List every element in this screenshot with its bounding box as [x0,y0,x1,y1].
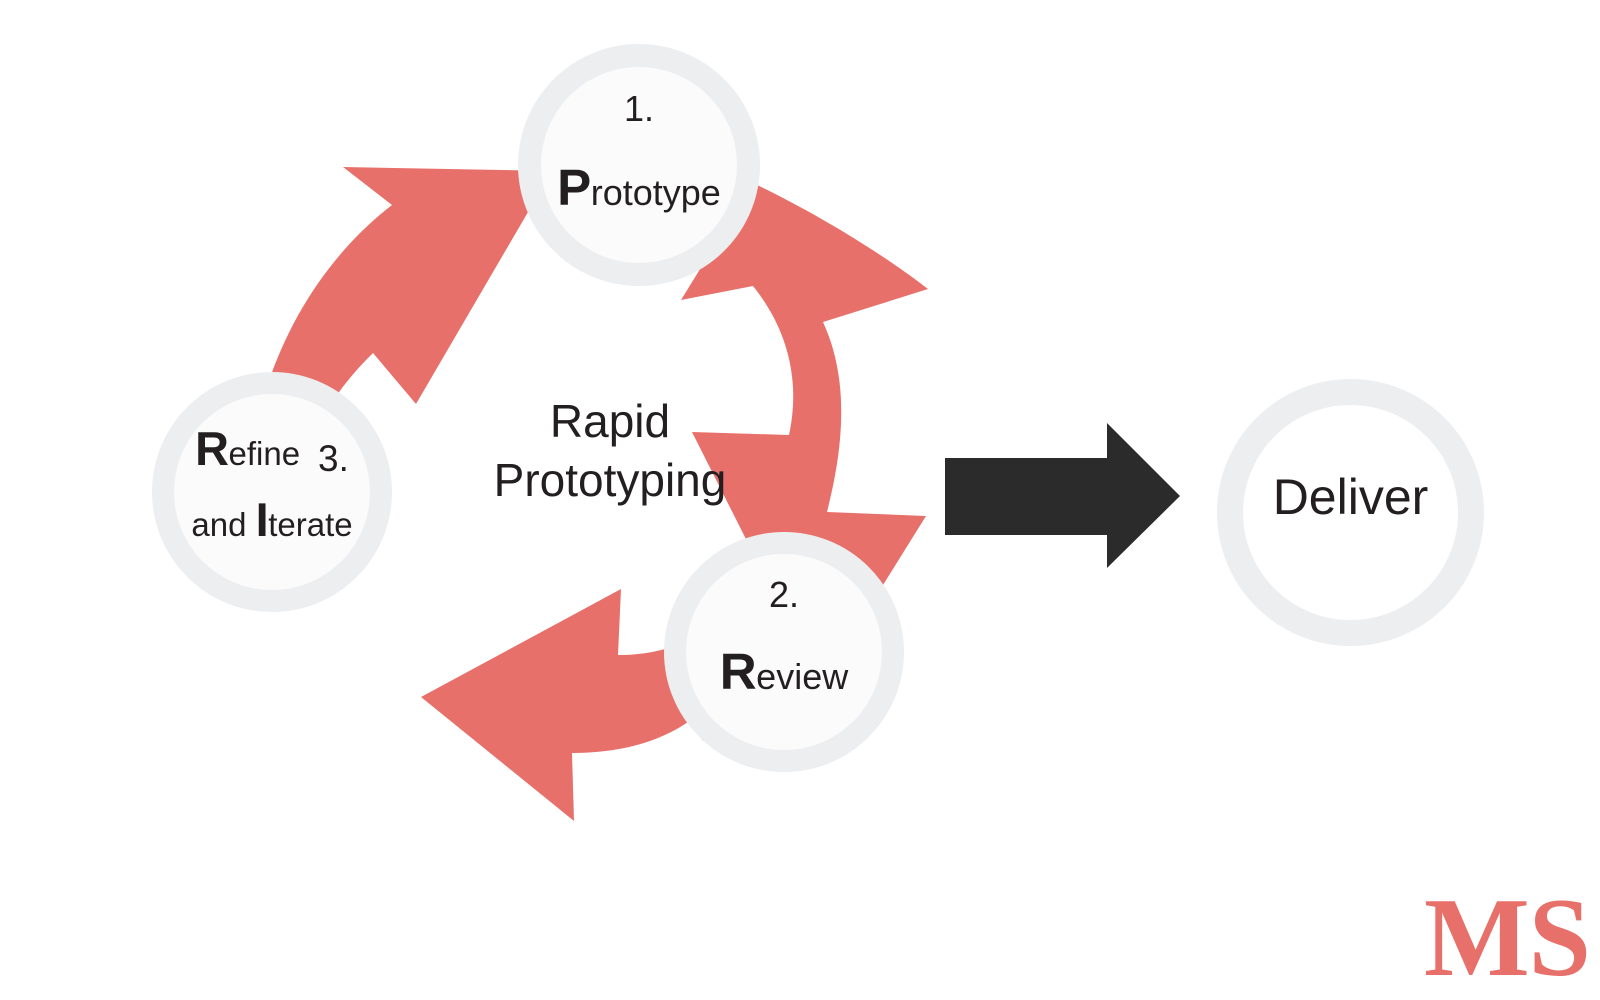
center-title-line-2: Prototyping [493,453,727,506]
cycle-node-prototype[interactable] [518,44,760,286]
arrow-right-icon [945,423,1180,568]
arrow-refine-to-prototype [266,167,552,480]
outcome-node-deliver-label: Deliver [1272,469,1429,525]
brand-logo-ms: MS [1424,876,1591,1000]
cycle-node-refine[interactable] [152,372,392,612]
center-title-line-1: Rapid [549,395,671,447]
arrow-prototype-to-review [681,183,928,686]
diagram-center-title: Rapid Prototyping [420,392,800,510]
cycle-node-review[interactable] [664,532,904,772]
arrow-review-to-refine [421,589,741,821]
